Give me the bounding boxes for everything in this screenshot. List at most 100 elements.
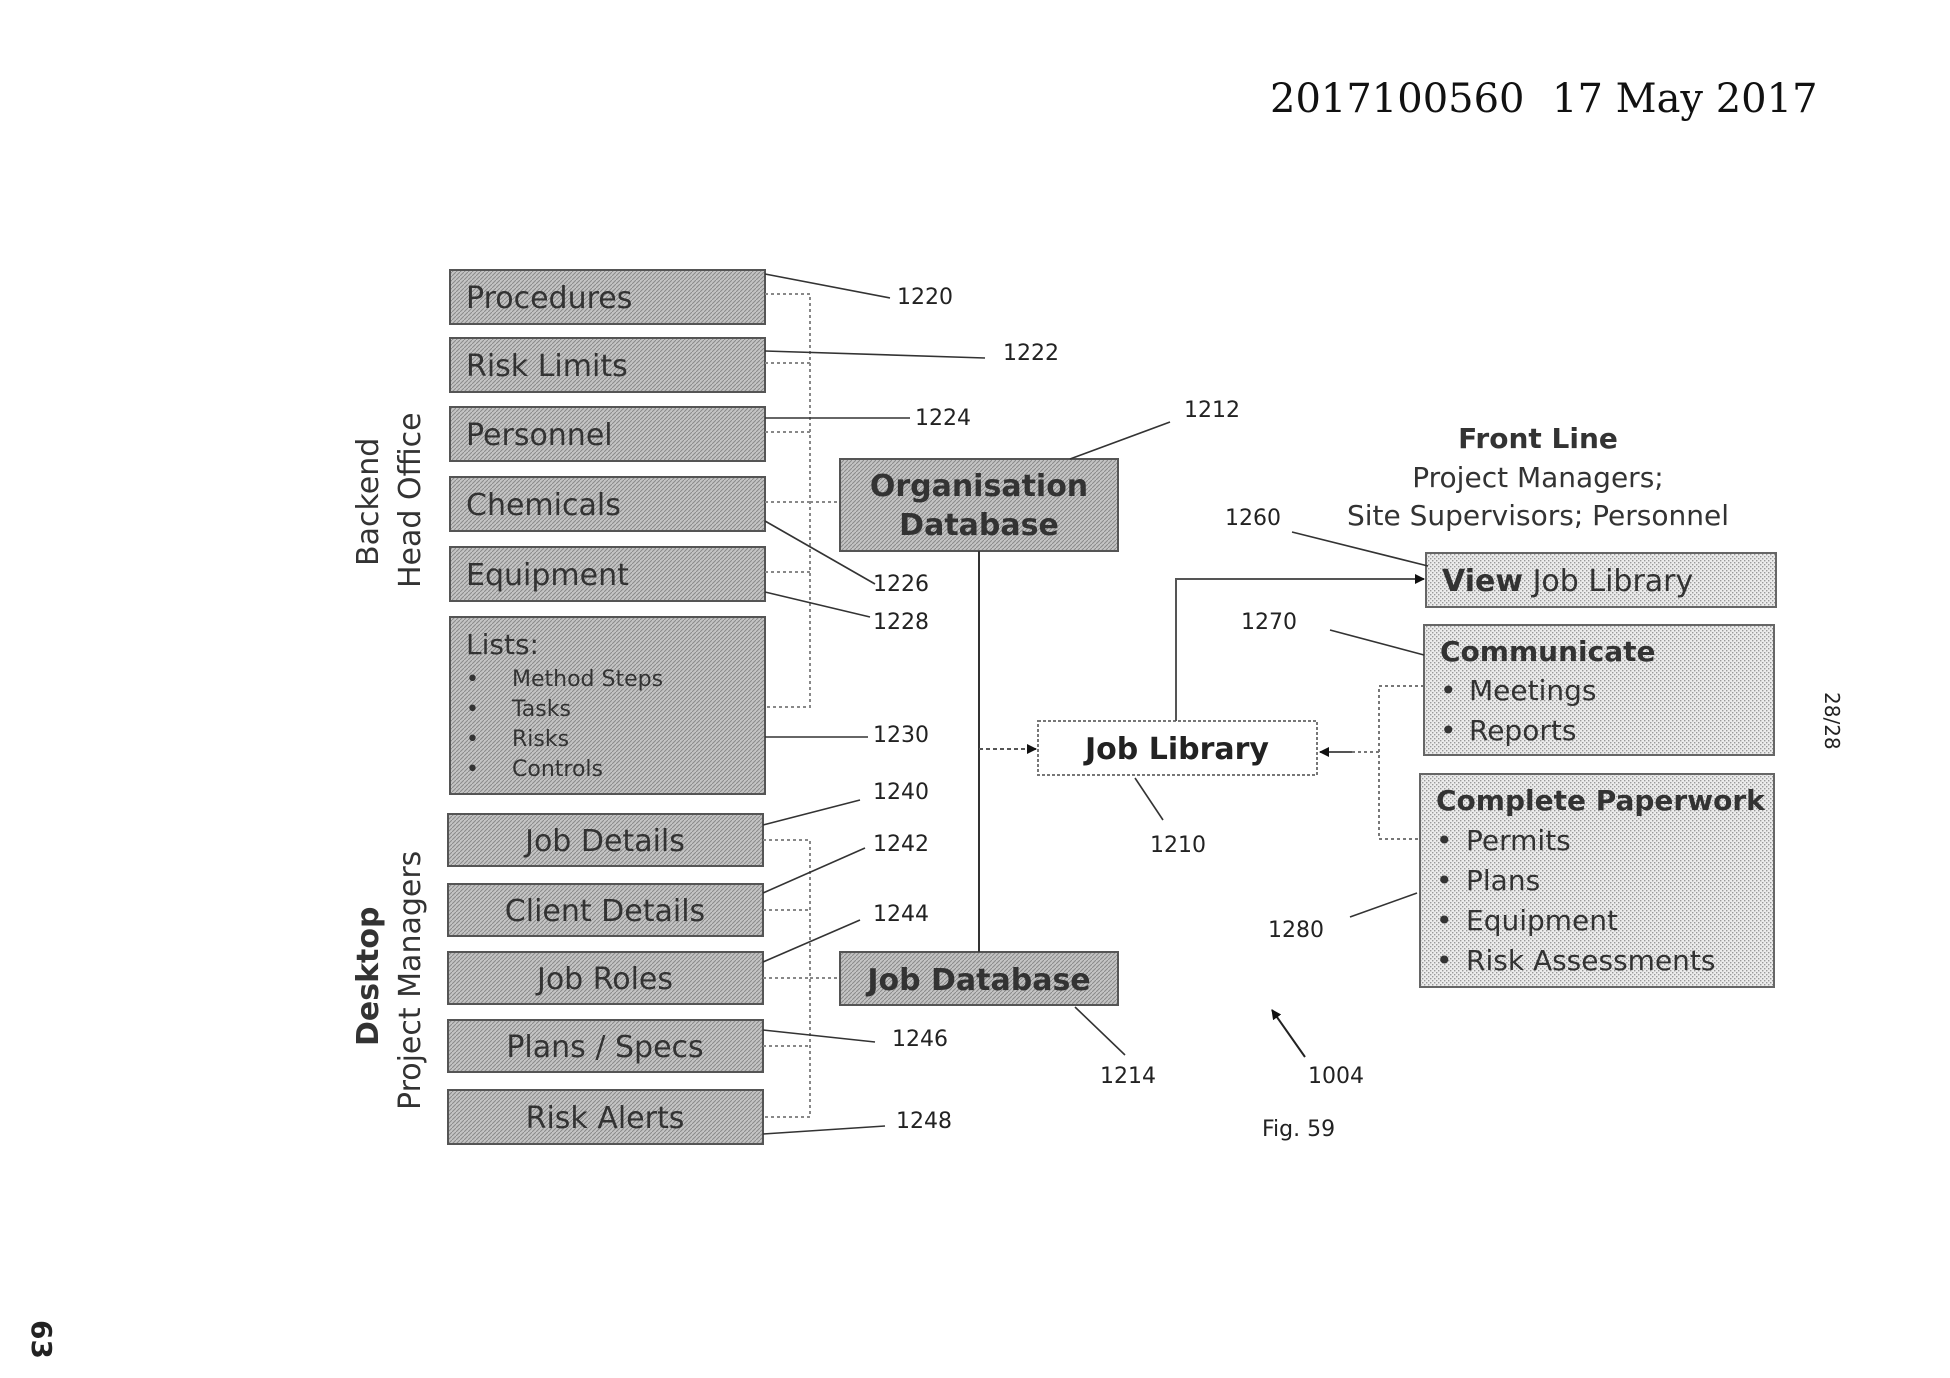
backend-items: Procedures Risk Limits Personnel Chemica… [449,269,766,795]
job-library-label: Job Library [1083,732,1269,767]
desktop-group-label: Desktop Project Managers [351,851,428,1110]
risk-limits-label: Risk Limits [466,349,628,384]
ref-1220: 1220 [897,285,953,310]
ref-1214: 1214 [1100,1064,1156,1089]
head-office-label: Head Office [393,412,428,588]
personnel-label: Personnel [466,418,613,453]
ref-1242: 1242 [873,832,929,857]
org-database-line1: Organisation [870,469,1088,504]
org-database-line2: Database [899,508,1059,543]
leader-1004-arrow [1271,1009,1306,1058]
leader-1222 [764,350,986,359]
project-managers-label: Project Managers [393,851,428,1110]
procedures-label: Procedures [466,281,632,316]
front-line-subtitle-1: Project Managers; [1412,461,1663,494]
paperwork-title: Complete Paperwork [1436,784,1766,817]
plans-specs-box: Plans / Specs [447,1019,764,1073]
paperwork-item-risk-assessments: Risk Assessments [1466,944,1715,977]
job-details-box: Job Details [447,813,764,867]
view-label-bold: View [1442,564,1523,599]
view-job-library-label: View Job Library [1442,564,1693,599]
job-roles-label: Job Roles [535,962,673,997]
communicate-item-meetings: Meetings [1469,674,1596,707]
paperwork-bullet: • [1436,904,1453,937]
leader-1220 [764,273,891,299]
backend-group-label: Backend Head Office [351,412,428,588]
job-database-label: Job Database [865,963,1090,998]
risk-alerts-box: Risk Alerts [447,1089,764,1145]
ref-1212: 1212 [1184,398,1240,423]
leader-1244 [762,919,861,963]
leader-1242 [762,847,866,894]
leader-1260 [1291,531,1429,567]
client-details-label: Client Details [505,894,705,929]
client-details-box: Client Details [447,883,764,937]
desktop-bracket [763,839,840,1118]
equipment-box: Equipment [449,546,766,602]
paperwork-item-equipment: Equipment [1466,904,1618,937]
document-date: 17 May 2017 [1552,76,1818,122]
ref-1280: 1280 [1268,918,1324,943]
job-roles-box: Job Roles [447,951,764,1005]
ref-1244: 1244 [873,902,929,927]
front-line-title: Front Line [1458,422,1618,455]
leader-1212 [1069,421,1171,460]
ref-1230: 1230 [873,723,929,748]
front-line-subtitle-2: Site Supervisors; Personnel [1347,499,1729,532]
job-details-label: Job Details [523,824,685,859]
lists-bullet: • [466,697,479,722]
risk-alerts-label: Risk Alerts [526,1101,685,1136]
front-line-heading: Front Line Project Managers; Site Superv… [1347,422,1729,532]
page-number: 63 [25,1320,58,1359]
lists-bullet: • [466,727,479,752]
front-line-bracket [1322,685,1424,840]
communicate-bullet: • [1440,674,1457,707]
ref-1248: 1248 [896,1109,952,1134]
reference-leader-lines [762,273,1429,1135]
page-counter: 28/28 [1820,692,1844,750]
leader-1228 [764,591,871,618]
job-library-box: Job Library [1037,720,1318,776]
communicate-item-reports: Reports [1469,714,1576,747]
paperwork-item-permits: Permits [1466,824,1571,857]
ref-1260: 1260 [1225,506,1281,531]
view-job-library-box: View Job Library [1425,552,1777,608]
ref-1222: 1222 [1003,341,1059,366]
equipment-label: Equipment [466,558,629,593]
leader-1270 [1329,629,1425,656]
view-label-rest: Job Library [1523,564,1693,599]
risk-limits-box: Risk Limits [449,337,766,393]
document-number: 2017100560 [1270,76,1525,122]
figure-label: Fig. 59 [1262,1117,1335,1142]
procedures-box: Procedures [449,269,766,325]
plans-specs-label: Plans / Specs [506,1030,703,1065]
leader-1246 [762,1029,876,1043]
ref-1226: 1226 [873,572,929,597]
lists-bullet: • [466,757,479,782]
lists-bullet: • [466,667,479,692]
leader-1210 [1134,777,1164,821]
communicate-bullet: • [1440,714,1457,747]
leader-1226 [764,520,876,585]
leader-1240 [762,799,861,826]
ref-1004: 1004 [1308,1064,1364,1089]
library-to-view-arrow [1175,574,1425,721]
job-database-box: Job Database [839,951,1119,1006]
lists-item-tasks: Tasks [511,697,571,722]
lists-item-controls: Controls [512,757,603,782]
backend-label: Backend [351,438,386,566]
communicate-title: Communicate [1440,635,1655,668]
desktop-items: Job Details Client Details Job Roles Pla… [447,813,764,1145]
lists-box: Lists: • Method Steps • Tasks • Risks • … [449,616,766,795]
leader-1248 [762,1125,886,1135]
paperwork-item-plans: Plans [1466,864,1540,897]
complete-paperwork-box: Complete Paperwork • Permits • Plans • E… [1419,773,1775,988]
leader-1214 [1074,1006,1126,1056]
leader-1280 [1349,892,1418,918]
ref-1228: 1228 [873,610,929,635]
paperwork-bullet: • [1436,824,1453,857]
organisation-database-box: Organisation Database [839,458,1119,552]
lists-title: Lists: [466,628,539,661]
